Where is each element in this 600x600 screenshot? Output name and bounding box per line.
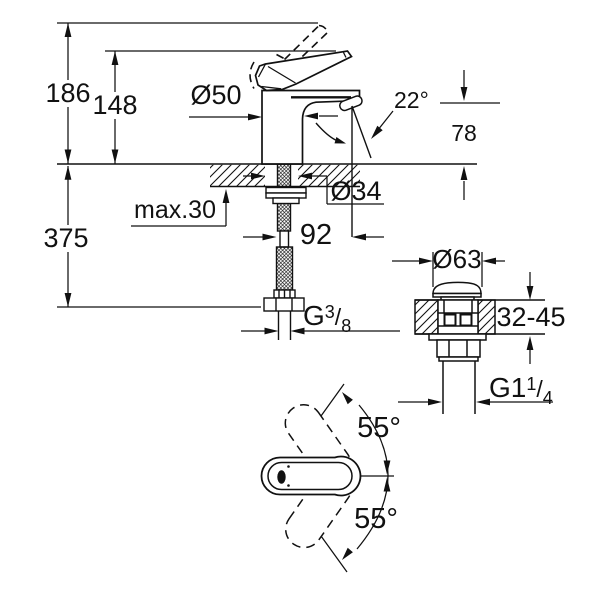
waste-locknut-facets	[448, 340, 468, 357]
stream-reference-lines	[351, 105, 372, 237]
thread-fraction-denominator: 4	[542, 388, 553, 408]
waste-body-lines	[438, 300, 478, 327]
dim-spout-height-78	[460, 70, 468, 200]
dim-hole-dia-34	[243, 172, 384, 205]
waste-tailpipe	[442, 361, 476, 414]
hose-union-nut	[263, 297, 305, 312]
thread-size-letter: G1	[489, 372, 527, 403]
basin-hatch-left	[414, 299, 439, 335]
thread-fraction-slash: /	[334, 304, 342, 330]
dim-body-dia-50	[189, 112, 338, 121]
dim-label-body-dia: Ø50	[190, 80, 242, 110]
handle-dot-bottom	[287, 484, 290, 487]
dim-label-projection: 92	[299, 219, 333, 251]
waste-cap-dome	[432, 281, 482, 295]
waste-slot-right	[459, 313, 473, 327]
lever-detail-lines	[257, 52, 347, 90]
dim-label-hole-dia: Ø34	[330, 176, 382, 206]
dim-supply-thread-g38	[241, 327, 400, 335]
lever-handle	[254, 50, 353, 92]
waste-flange	[428, 333, 487, 341]
thread-size-letter: G	[303, 300, 325, 331]
waste-nut-ring	[438, 356, 479, 362]
dimension-linework	[57, 22, 553, 406]
faucet-side-view	[249, 24, 363, 165]
basin-hatch-right	[477, 299, 496, 335]
thread-fraction-numerator: 1	[526, 374, 537, 394]
hose-neck	[279, 230, 290, 248]
dim-label-supply-thread: G3/8	[303, 300, 351, 336]
hose-collar-knurl	[278, 290, 291, 298]
handle-top-view	[260, 383, 394, 573]
dim-label-total-height: 186	[43, 78, 93, 108]
dim-waste-cap-dia-63	[392, 252, 505, 287]
dim-deck-thickness-max30	[131, 189, 230, 227]
hose-nut-facets	[275, 298, 293, 311]
mounting-washer	[265, 186, 307, 194]
handle-inner-outline	[267, 461, 353, 491]
counter-hatch-right	[298, 164, 360, 187]
thread-fraction-denominator: 8	[341, 316, 352, 336]
waste-valve-detail	[414, 281, 545, 414]
stream-arc-arrow	[315, 122, 340, 143]
countertop-section	[57, 163, 477, 188]
mounting-plate	[265, 192, 307, 199]
dim-label-waste-deck-range: 32-45	[496, 302, 566, 332]
dim-waste-thread-g114	[398, 398, 553, 406]
waste-locknut	[436, 339, 481, 358]
handle-outline	[260, 455, 362, 497]
thread-fraction-numerator: 3	[324, 302, 335, 322]
waste-slot-left	[443, 313, 457, 327]
supply-pipe	[277, 311, 292, 340]
swivel-rays	[320, 383, 348, 573]
dim-label-stream-angle: 22°	[394, 87, 429, 113]
handle-end-mark	[277, 470, 286, 484]
thread-fraction-slash: /	[536, 376, 543, 402]
dim-label-spout-height: 78	[451, 120, 477, 146]
dim-projection-92	[243, 233, 384, 241]
dim-waste-deck-3245	[526, 272, 534, 364]
dim-stream-angle-22	[315, 102, 500, 237]
dim-label-deck-thickness: max.30	[134, 196, 216, 224]
dim-label-waste-thread: G11/4	[489, 372, 553, 408]
flexible-hose	[275, 246, 294, 291]
dim-label-swivel-lower: 55°	[354, 503, 398, 535]
counter-hatch-left	[210, 164, 265, 187]
swivel-arc	[356, 404, 389, 550]
dim-swivel-55	[320, 383, 394, 573]
mounting-nut	[272, 197, 300, 205]
dim-label-swivel-upper: 55°	[357, 412, 401, 444]
dim-label-lever-height: 148	[90, 90, 140, 120]
dim-label-below-deck: 375	[41, 223, 91, 253]
handle-dot-top	[287, 465, 290, 468]
dim-label-waste-cap-dia: Ø63	[432, 244, 482, 274]
mounting-hardware	[263, 163, 307, 340]
